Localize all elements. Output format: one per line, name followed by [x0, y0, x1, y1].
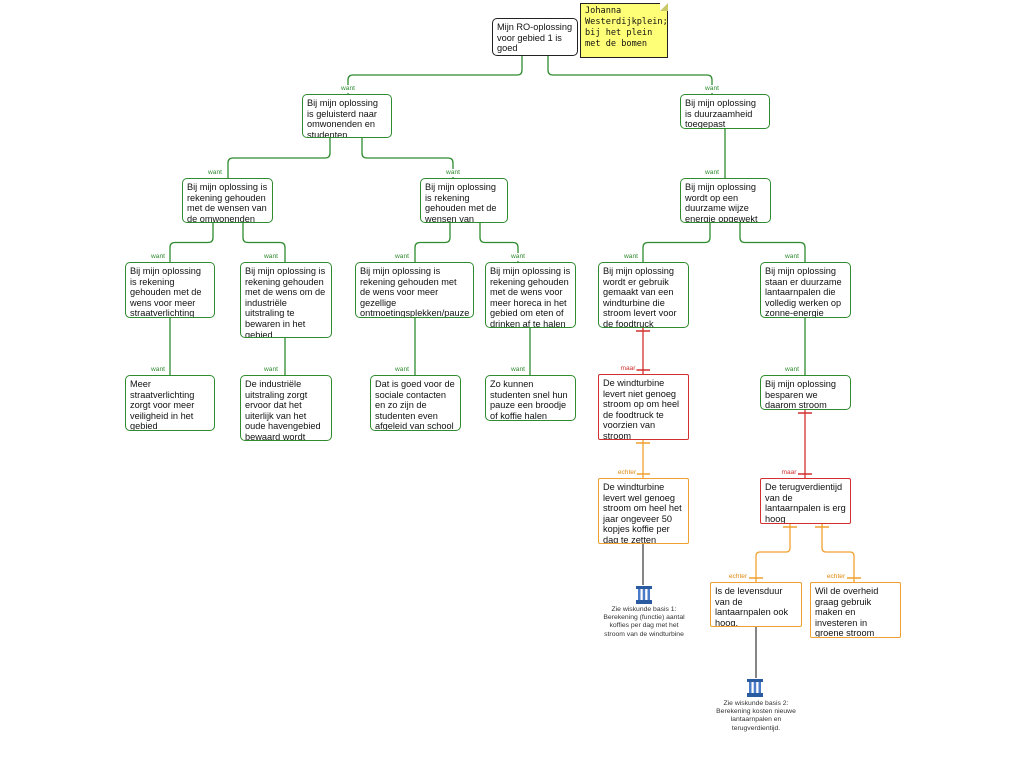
- node-wish-industrial-look[interactable]: Bij mijn oplossing is rekening gehouden …: [240, 262, 332, 338]
- edge-label-want: want: [445, 169, 461, 177]
- node-text: Bij mijn oplossing is rekening gehouden …: [130, 266, 202, 318]
- node-solar-lampposts[interactable]: Bij mijn oplossing staan er duurzame lan…: [760, 262, 851, 318]
- edge-label-want: want: [623, 253, 639, 261]
- edge-label-maar: maar: [780, 469, 798, 477]
- node-text: Bij mijn oplossing wordt er gebruik gema…: [603, 266, 677, 328]
- edge-label-want: want: [510, 253, 526, 261]
- node-text: De terugverdientijd van de lantaarnpalen…: [765, 482, 846, 524]
- support-edge: [642, 223, 711, 262]
- support-edge: [361, 138, 454, 178]
- objection-edge: [821, 524, 855, 582]
- sticky-note[interactable]: Johanna Westerdijkplein; bij het plein m…: [580, 3, 668, 58]
- node-objection-enough-coffee[interactable]: De windturbine levert wel genoeg stroom …: [598, 478, 689, 544]
- node-text: Bij mijn oplossing staan er duurzame lan…: [765, 266, 842, 318]
- node-social-contacts[interactable]: Dat is goed voor de sociale contacten en…: [370, 375, 461, 431]
- node-text: Bij mijn oplossing is geluisterd naar om…: [307, 98, 378, 138]
- node-wish-street-lighting[interactable]: Bij mijn oplossing is rekening gehouden …: [125, 262, 215, 318]
- edge-label-want: want: [207, 169, 223, 177]
- support-edge: [347, 56, 523, 94]
- node-sustainable-energy[interactable]: Bij mijn oplossing wordt op een duurzame…: [680, 178, 771, 223]
- edge-label-want: want: [394, 366, 410, 374]
- sticky-note-fold: [660, 3, 668, 11]
- edge-label-echter: echter: [727, 573, 749, 581]
- node-text: De industriële uitstraling zorgt ervoor …: [245, 379, 321, 441]
- basis-reference-1-text: Zie wiskunde basis 1: Berekening (functi…: [603, 606, 685, 638]
- node-root-claim[interactable]: Mijn RO-oplossing voor gebied 1 is goed: [492, 18, 578, 56]
- node-text: Mijn RO-oplossing voor gebied 1 is goed: [497, 22, 573, 54]
- node-text: Bij mijn oplossing is duurzaamheid toege…: [685, 98, 756, 129]
- node-listened-residents-students[interactable]: Bij mijn oplossing is geluisterd naar om…: [302, 94, 392, 138]
- node-text: Bij mijn oplossing is rekening gehouden …: [360, 266, 470, 318]
- node-objection-government[interactable]: Wil de overheid graag gebruik maken en i…: [810, 582, 901, 638]
- node-wishes-residents[interactable]: Bij mijn oplossing is rekening gehouden …: [182, 178, 273, 223]
- edge-label-want: want: [510, 366, 526, 374]
- node-sustainability-applied[interactable]: Bij mijn oplossing is duurzaamheid toege…: [680, 94, 770, 129]
- node-quick-lunch[interactable]: Zo kunnen studenten snel hun pauze een b…: [485, 375, 576, 421]
- node-harbour-look-preserved[interactable]: De industriële uitstraling zorgt ervoor …: [240, 375, 332, 441]
- node-text: Bij mijn oplossing wordt op een duurzame…: [685, 182, 758, 223]
- edge-label-echter: echter: [616, 469, 638, 477]
- edge-label-maar: maar: [619, 365, 637, 373]
- node-text: Bij mijn oplossing is rekening gehouden …: [245, 266, 326, 338]
- node-text: Zo kunnen studenten snel hun pauze een b…: [490, 379, 568, 421]
- edge-label-echter: echter: [825, 573, 847, 581]
- node-text: Bij mijn oplossing besparen we daarom st…: [765, 379, 836, 410]
- node-objection-lifespan[interactable]: Is de levensduur van de lantaarnpalen oo…: [710, 582, 802, 627]
- sticky-note-text: Johanna Westerdijkplein; bij het plein m…: [585, 6, 668, 49]
- basis-reference-icon[interactable]: [746, 678, 764, 698]
- node-wishes-students[interactable]: Bij mijn oplossing is rekening gehouden …: [420, 178, 508, 223]
- support-edge: [547, 56, 713, 94]
- support-edge: [739, 223, 806, 262]
- edge-label-want: want: [704, 169, 720, 177]
- basis-reference-2-text: Zie wiskunde basis 2: Berekening kosten …: [716, 700, 796, 732]
- edge-label-want: want: [263, 366, 279, 374]
- objection-edge: [755, 524, 791, 582]
- support-edge: [227, 138, 331, 178]
- node-text: Meer straatverlichting zorgt voor meer v…: [130, 379, 195, 431]
- node-text: Wil de overheid graag gebruik maken en i…: [815, 586, 879, 638]
- node-save-power[interactable]: Bij mijn oplossing besparen we daarom st…: [760, 375, 851, 410]
- node-text: De windturbine levert wel genoeg stroom …: [603, 482, 682, 544]
- edge-label-want: want: [784, 253, 800, 261]
- node-text: Is de levensduur van de lantaarnpalen oo…: [715, 586, 789, 627]
- node-text: Bij mijn oplossing is rekening gehouden …: [187, 182, 268, 223]
- support-edge: [414, 223, 451, 262]
- node-text: Dat is goed voor de sociale contacten en…: [375, 379, 455, 431]
- edge-label-want: want: [340, 85, 356, 93]
- node-rebuttal-not-enough-power[interactable]: De windturbine levert niet genoeg stroom…: [598, 374, 689, 440]
- basis-reference-icon[interactable]: [635, 585, 653, 605]
- support-edge: [479, 223, 519, 262]
- node-wish-horeca[interactable]: Bij mijn oplossing is rekening gehouden …: [485, 262, 576, 328]
- node-text: De windturbine levert niet genoeg stroom…: [603, 378, 680, 440]
- node-wish-meeting-places[interactable]: Bij mijn oplossing is rekening gehouden …: [355, 262, 474, 318]
- node-text: Bij mijn oplossing is rekening gehouden …: [425, 182, 497, 223]
- edge-label-want: want: [150, 253, 166, 261]
- node-text: Bij mijn oplossing is rekening gehouden …: [490, 266, 571, 328]
- node-rebuttal-payback-time[interactable]: De terugverdientijd van de lantaarnpalen…: [760, 478, 851, 524]
- support-edge: [242, 223, 286, 262]
- edge-label-want: want: [704, 85, 720, 93]
- edge-label-want: want: [150, 366, 166, 374]
- node-windturbine[interactable]: Bij mijn oplossing wordt er gebruik gema…: [598, 262, 689, 328]
- edge-label-want: want: [263, 253, 279, 261]
- node-more-safety[interactable]: Meer straatverlichting zorgt voor meer v…: [125, 375, 215, 431]
- edge-label-want: want: [394, 253, 410, 261]
- support-edge: [169, 223, 214, 262]
- edge-label-want: want: [784, 366, 800, 374]
